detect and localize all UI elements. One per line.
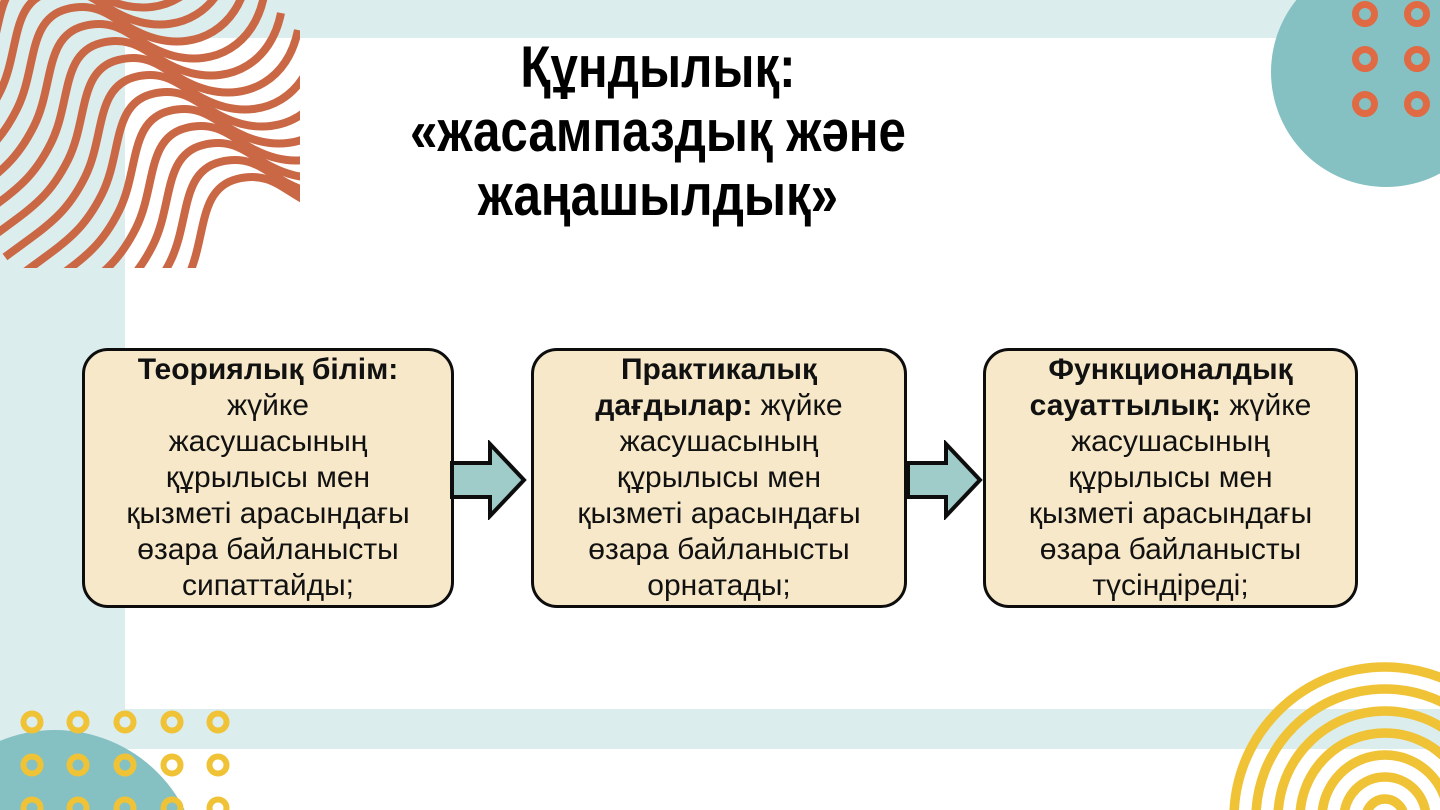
flow-box-text: Теориялық білім: жүйке жасушасының құрыл…	[120, 352, 415, 604]
bottom-strip	[0, 709, 1440, 749]
arrow-right-icon	[450, 440, 527, 520]
box-body: жүйке жасушасының құрылысы мен қызметі а…	[577, 389, 861, 602]
box-heading: Функционалдық сауаттылық:	[1029, 353, 1293, 422]
slide-title: Құндылық: «жасампаздық және жаңашылдық»	[410, 35, 906, 228]
box-body: жүйке жасушасының құрылысы мен қызметі а…	[1028, 389, 1313, 602]
arrow-right-icon	[906, 440, 983, 520]
flow-box-theoretical-knowledge: Теориялық білім: жүйке жасушасының құрыл…	[82, 348, 454, 608]
flow-box-practical-skills: Практикалық дағдылар: жүйке жасушасының …	[531, 348, 907, 608]
box-heading: Теориялық білім:	[137, 353, 399, 386]
flow-box-functional-literacy: Функционалдық сауаттылық: жүйке жасушасы…	[983, 348, 1358, 608]
concentric-rings-icon	[1229, 662, 1440, 810]
orange-rings-icon	[1352, 1, 1430, 117]
yellow-rings-grid-icon	[20, 710, 230, 810]
flow-box-text: Практикалық дағдылар: жүйке жасушасының …	[571, 352, 866, 604]
box-body: жүйке жасушасының құрылысы мен қызметі а…	[126, 389, 410, 602]
flow-box-text: Функционалдық сауаттылық: жүйке жасушасы…	[1023, 352, 1318, 604]
box-heading: Практикалық дағдылар:	[595, 353, 818, 422]
